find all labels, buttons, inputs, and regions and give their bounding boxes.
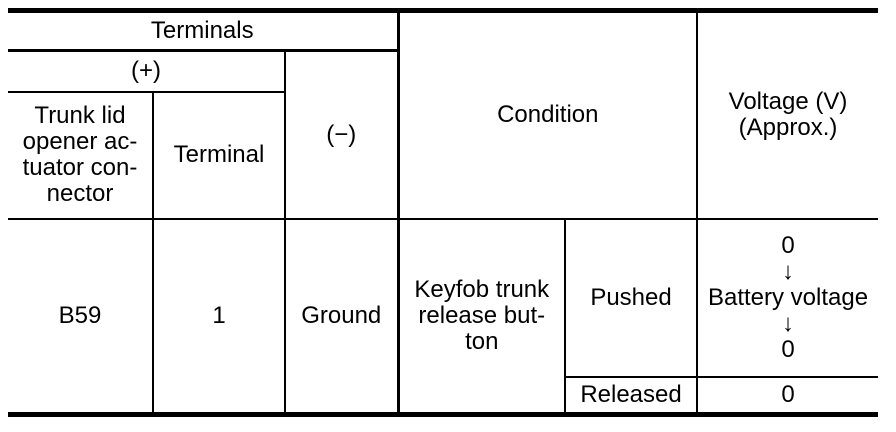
condition-item: Keyfob trunk release but- ton (396, 217, 567, 416)
plus-header: (+) (8, 49, 286, 93)
header-row-terminals: Terminals Condition Voltage (V) (Approx.… (8, 9, 879, 220)
header-row-columns: Trunk lid opener ac- tuator con- nector … (8, 90, 878, 220)
voltage-header: Voltage (V) (Approx.) (696, 9, 879, 220)
terminal-voltage-table: Terminals Condition Voltage (V) (Approx.… (8, 8, 879, 417)
state-pushed-label: Pushed (564, 217, 699, 378)
data-row-pushed: B59 1 Ground Keyfob trunk release but- t… (8, 217, 879, 416)
terminals-header: Terminals (8, 9, 400, 52)
voltage-pushed-value: 0 ↓ Battery voltage ↓ 0 (696, 217, 879, 378)
minus-header: (−) (283, 49, 400, 220)
header-row-polarity: (+) (−) (8, 49, 878, 220)
state-released-label: Released (564, 375, 699, 416)
condition-header: Condition (396, 9, 699, 220)
terminal-column-header: Terminal (152, 90, 286, 220)
terminal-value: 1 (152, 217, 286, 416)
connector-column-header: Trunk lid opener ac- tuator con- nector (8, 90, 154, 220)
connector-value: B59 (8, 217, 154, 416)
voltage-released-value: 0 (696, 375, 879, 416)
data-row-released: Released 0 (8, 375, 879, 416)
reference-value: Ground (283, 217, 400, 416)
